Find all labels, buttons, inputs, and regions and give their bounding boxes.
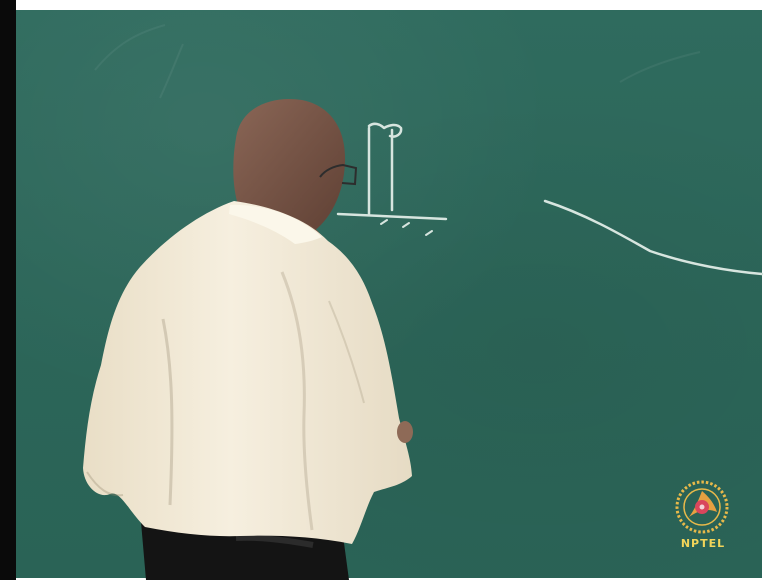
logo-center-dot xyxy=(699,504,705,510)
chalk-decay-curve xyxy=(543,199,764,276)
left-cuff xyxy=(86,471,124,497)
lecturer-shirt xyxy=(83,201,412,544)
chalk-tick-2 xyxy=(402,222,410,228)
chalk-tick-3 xyxy=(425,230,433,236)
shirt-fold-center xyxy=(280,271,314,531)
lecturer xyxy=(83,98,413,580)
logo-ring xyxy=(675,480,729,534)
logo-inner-ring xyxy=(683,488,721,526)
chalk-sketch xyxy=(336,122,764,276)
left-black-edge xyxy=(0,0,16,580)
nptel-wordmark: NPTEL xyxy=(680,537,726,550)
lecturer-hand xyxy=(397,421,413,443)
shirt-fold-right xyxy=(328,300,365,404)
chalk-axis xyxy=(336,212,448,221)
lecturer-belt xyxy=(235,534,314,548)
lecturer-head xyxy=(233,98,346,235)
shirt-fold-left xyxy=(161,318,174,506)
lecturer-collar xyxy=(229,204,322,244)
board-smudges xyxy=(94,24,701,99)
chalk-bar-top xyxy=(367,122,403,138)
chalk-tick-1 xyxy=(380,219,388,225)
nptel-logo xyxy=(675,480,729,534)
eyeglasses-icon xyxy=(319,163,358,186)
